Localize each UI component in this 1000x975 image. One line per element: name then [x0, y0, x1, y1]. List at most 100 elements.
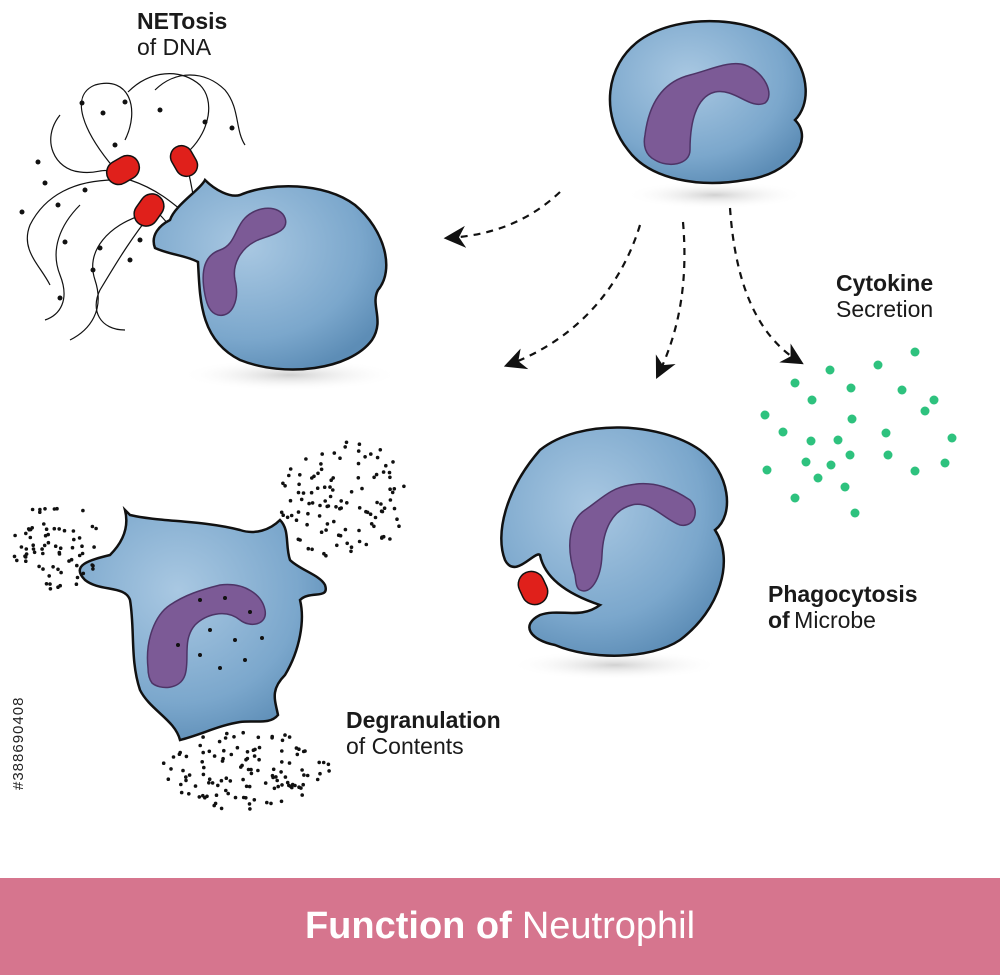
granule-dot	[295, 752, 300, 757]
granule-dot	[294, 518, 299, 522]
granule-dot	[184, 775, 188, 779]
granule-dot	[319, 530, 324, 534]
granule-dot	[90, 524, 95, 529]
stock-id: #388690408	[10, 696, 27, 790]
granule-dot	[32, 550, 37, 555]
granule-dot	[306, 546, 311, 551]
granule-dot	[12, 554, 17, 559]
granule-dot	[379, 509, 384, 513]
granule-dot	[67, 559, 71, 563]
granule-dot	[41, 551, 45, 556]
granule-dot	[301, 782, 306, 787]
granule-dot	[58, 546, 63, 550]
granule-dot	[169, 767, 173, 771]
title-banner: Function of Neutrophil	[0, 878, 1000, 975]
granule-dot	[56, 567, 60, 572]
granule-dot	[166, 777, 171, 781]
granule-dot	[58, 583, 62, 588]
granule-dot	[356, 461, 361, 466]
granule-dot	[363, 455, 367, 459]
granule-dot	[305, 773, 310, 778]
granule-dot	[324, 528, 328, 532]
netosis-subtitle: of DNA	[137, 34, 212, 61]
arrow-to-netosis	[443, 191, 561, 248]
granule-dot	[249, 771, 254, 776]
granule-dot	[92, 545, 96, 549]
granule-dot	[345, 541, 350, 546]
granule-dot	[332, 519, 336, 524]
granule-dot	[390, 490, 395, 495]
granule-dot	[382, 506, 387, 511]
granule-dot	[253, 747, 257, 752]
granule-dot	[384, 463, 388, 468]
granule-dot	[356, 449, 361, 453]
granule-dot	[305, 522, 309, 527]
granule-dot	[47, 574, 51, 578]
granule-dot	[395, 517, 399, 521]
granule-dot	[57, 550, 62, 555]
granule-dot	[228, 779, 233, 783]
phagocytosis-of: of	[768, 607, 790, 634]
granule-dot	[349, 545, 354, 549]
granule-dot	[201, 750, 205, 755]
granule-dot	[200, 760, 204, 764]
granule-dot	[381, 470, 386, 474]
granule-dot	[263, 781, 268, 785]
granule-dot	[312, 474, 316, 479]
granule-dot	[369, 452, 373, 456]
granule-dot	[328, 494, 333, 499]
granule-dot	[80, 551, 85, 556]
granule-dot	[345, 501, 349, 505]
granule-dot	[38, 507, 42, 512]
granule-dot	[171, 755, 176, 759]
granule-dot	[388, 498, 393, 502]
granule-dot	[81, 571, 86, 576]
granule-dot	[41, 567, 45, 571]
granule-dot	[349, 549, 353, 554]
degranulation-title: Degranulation	[346, 707, 501, 733]
granule-dot	[247, 784, 252, 789]
cytokine-subtitle: Secretion	[836, 296, 934, 323]
granule-dot	[235, 745, 240, 750]
granule-dot	[369, 522, 374, 526]
granule-dot	[42, 522, 46, 526]
granule-dot	[310, 547, 314, 552]
cytokine-title: Cytokine	[836, 270, 934, 296]
granule-dot	[270, 734, 275, 739]
granule-dot	[269, 801, 273, 806]
granule-dot	[298, 538, 302, 542]
granule-dot	[201, 793, 205, 798]
granule-dot	[44, 527, 49, 531]
granule-dot	[217, 739, 222, 744]
granule-dot	[241, 777, 245, 782]
granule-dot	[24, 552, 29, 556]
granule-dot	[387, 470, 392, 475]
granule-dot	[177, 752, 182, 756]
granule-dot	[223, 736, 228, 740]
granule-dot	[74, 582, 79, 586]
granule-dot	[294, 746, 299, 750]
arrow-to-phagocytosis	[655, 221, 686, 379]
granule-dot	[207, 777, 212, 781]
granule-dot	[94, 526, 98, 531]
granule-dot	[244, 784, 249, 789]
granule-dot	[296, 490, 301, 495]
granule-dot	[297, 482, 301, 487]
granule-dot	[319, 462, 323, 466]
granule-dot	[392, 487, 397, 491]
arrow-to-cytokine	[728, 207, 804, 365]
granule-dot	[51, 565, 55, 569]
granule-dot	[336, 533, 341, 537]
granule-dot	[281, 481, 285, 486]
granule-dot	[372, 475, 376, 480]
granule-dot	[299, 786, 303, 790]
granule-dot	[187, 792, 191, 796]
granule-dot	[338, 456, 342, 461]
source-neutrophil	[608, 19, 807, 209]
granule-dot	[24, 559, 28, 563]
granule-dot	[280, 738, 285, 743]
granule-dot	[43, 507, 47, 511]
netosis-label: NETosis of DNA	[137, 8, 227, 61]
granule-dot	[321, 760, 326, 765]
granule-dot	[279, 799, 284, 804]
